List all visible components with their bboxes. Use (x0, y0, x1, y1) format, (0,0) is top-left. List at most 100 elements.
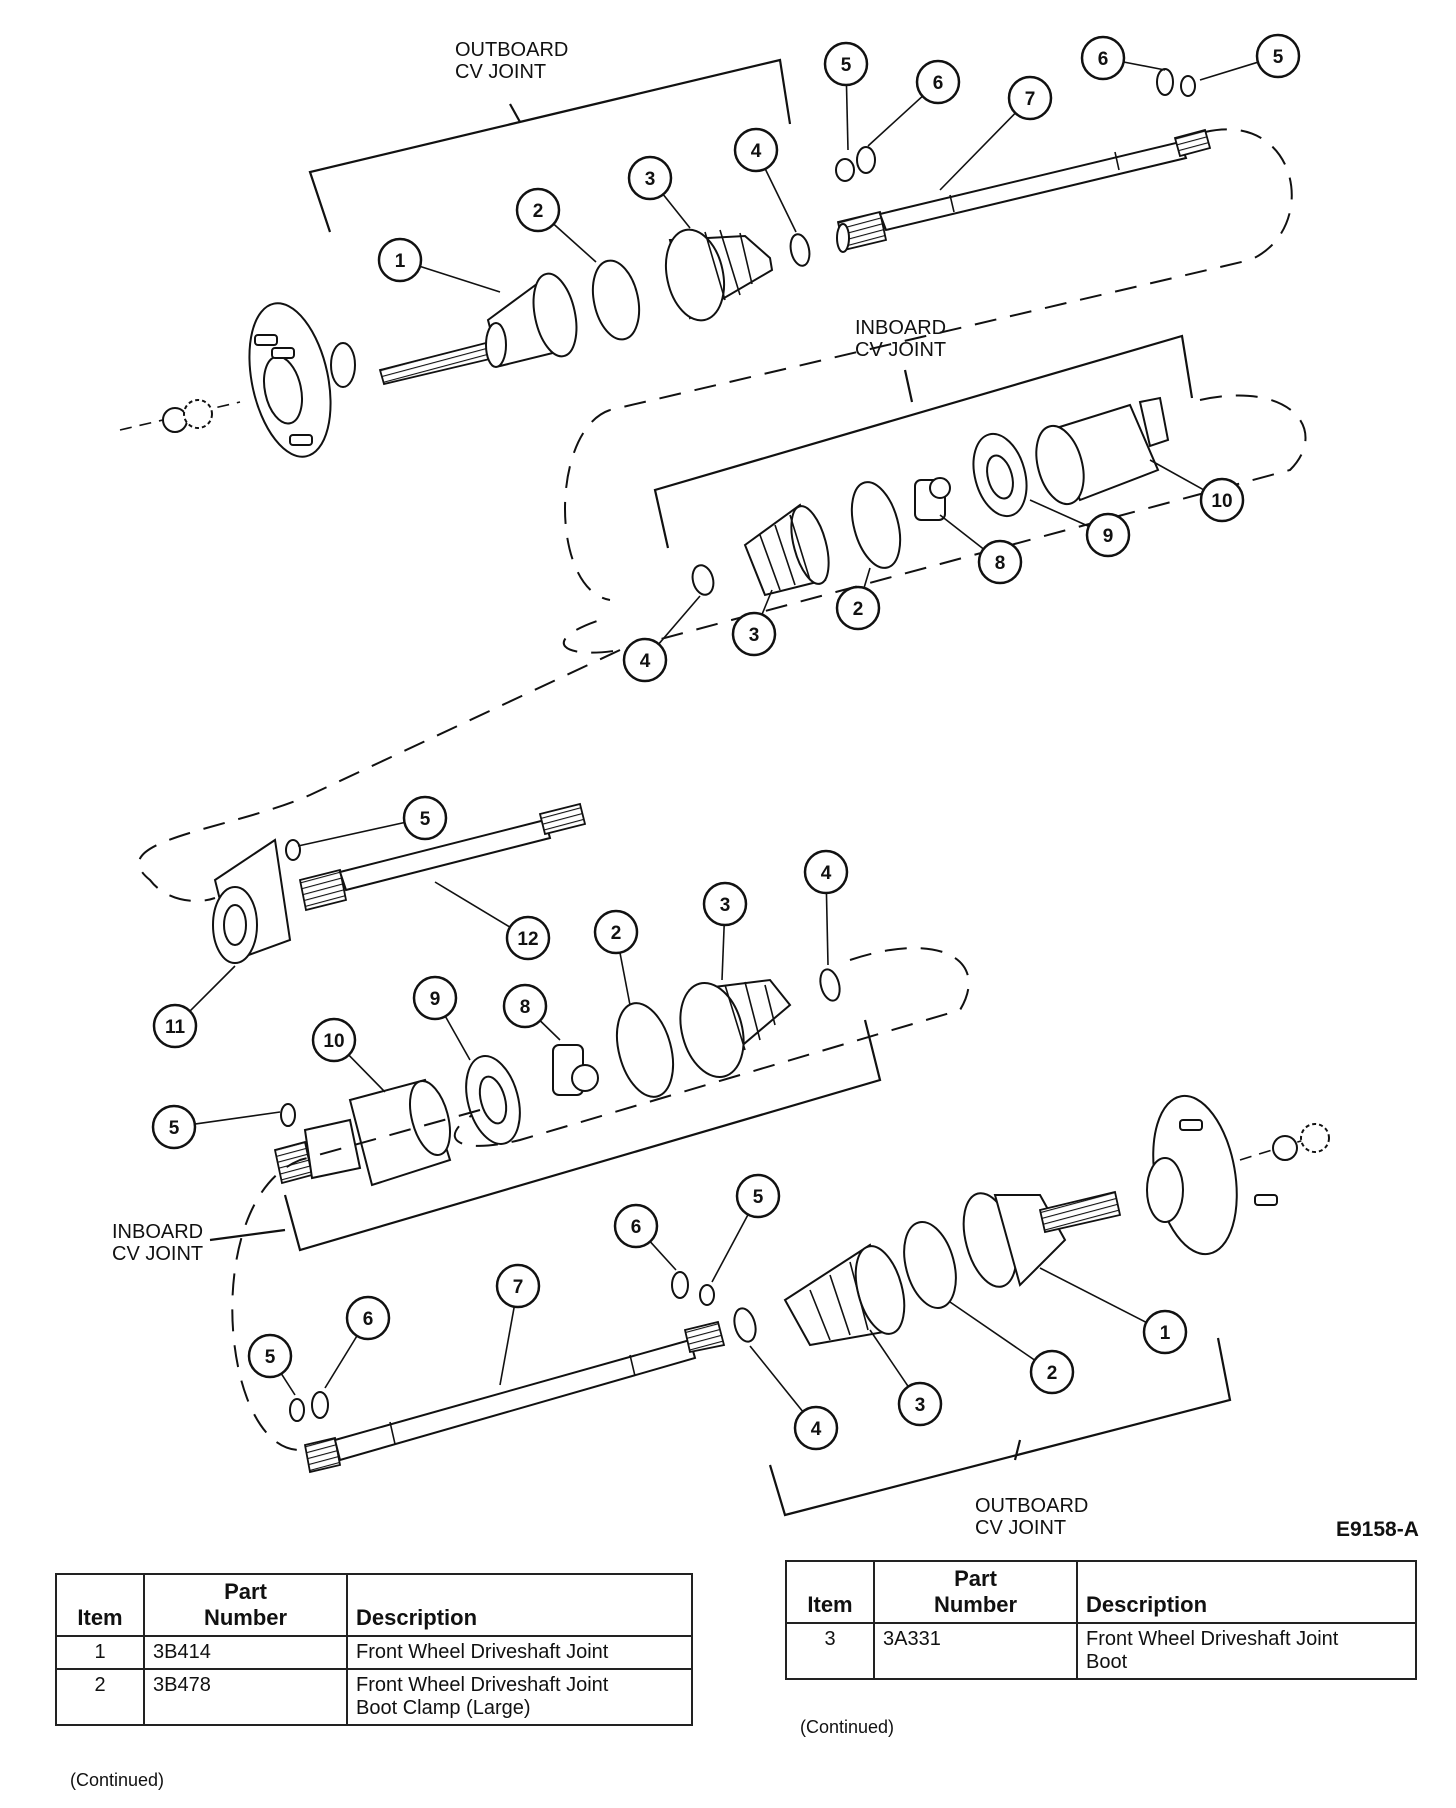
callout-leader (194, 1111, 281, 1125)
callout-leader (434, 881, 511, 928)
callout-circle (735, 1173, 781, 1219)
callout-number: 6 (363, 1309, 374, 1330)
joint-boot-upper (743, 503, 830, 597)
callout-circle (1007, 75, 1053, 121)
circlip-top-left (835, 158, 855, 182)
parts-table-right: Item Part Number Description 3 3A331 Fro… (785, 1560, 1417, 1680)
callout-circle (835, 585, 881, 631)
callout-number: 7 (513, 1277, 524, 1298)
callout-leader (869, 1329, 909, 1388)
callout-leader (499, 1306, 516, 1386)
callout-number: 3 (915, 1395, 926, 1416)
boot-clamp-small-lower (819, 968, 841, 1002)
callout-number: 8 (995, 553, 1006, 574)
inboard-lower-bracket (283, 1019, 882, 1252)
callout-leader (324, 1335, 358, 1389)
callout-leader (662, 193, 691, 229)
row-description: Front Wheel Driveshaft Joint Boot (1076, 1622, 1417, 1680)
col-part-header-line2: Number (203, 1605, 288, 1630)
table-row: 2 3B478 Front Wheel Driveshaft Joint Boo… (55, 1668, 693, 1726)
callout-leader (419, 265, 501, 293)
callout-number: 4 (640, 651, 651, 672)
inboard-joint-housing-upper (1035, 396, 1170, 506)
callout-leader (721, 924, 725, 981)
callout-leader (1029, 499, 1090, 528)
callout-circle (1029, 1349, 1075, 1395)
wheel-hub-top (119, 302, 356, 458)
col-desc-header: Description (346, 1573, 693, 1637)
outboard-top-label-line2: CV JOINT (455, 61, 546, 83)
callout-leader (297, 821, 405, 847)
row-description: Front Wheel Driveshaft Joint Boot Clamp … (346, 1668, 693, 1726)
row-description: Front Wheel Driveshaft Joint (346, 1635, 693, 1670)
callout-leader (658, 595, 701, 645)
callout-leader (1039, 1267, 1147, 1324)
boot-clamp-large-upper (850, 481, 902, 569)
callout-circle (152, 1003, 198, 1049)
callout-circle (1255, 33, 1301, 79)
callout-leader (761, 589, 773, 615)
callout-leader (764, 168, 797, 233)
callout-leader (1149, 459, 1205, 491)
callout-leader (189, 965, 236, 1012)
stop-ring-bottom-mid (671, 1271, 689, 1299)
callout-leader (711, 1214, 749, 1283)
callout-circle (151, 1104, 197, 1150)
callout-number: 5 (753, 1187, 764, 1208)
tripod-bearing-upper (914, 477, 951, 521)
callout-circle (402, 795, 448, 841)
parts-table-left: Item Part Number Description 1 3B414 Fro… (55, 1573, 693, 1726)
joint-boot-lower (679, 978, 792, 1079)
callout-number: 7 (1025, 89, 1036, 110)
callout-number: 2 (611, 923, 622, 944)
driveshaft-joint-bottom (962, 1190, 1122, 1288)
row-item: 1 (55, 1635, 145, 1670)
circlip-inboard-lower (280, 1103, 296, 1127)
callout-leader (1199, 61, 1259, 81)
callout-leader (867, 95, 924, 147)
row-description-line2: Boot (1086, 1651, 1128, 1673)
stop-ring-bottom-left (311, 1391, 329, 1419)
callout-circle (622, 637, 668, 683)
callout-number: 4 (751, 141, 762, 162)
callout-number: 5 (841, 55, 852, 76)
callout-number: 2 (533, 201, 544, 222)
table-header-row: Item Part Number Description (55, 1573, 693, 1637)
callout-number: 5 (169, 1118, 180, 1139)
callout-leader (649, 1241, 677, 1271)
callout-leader (825, 892, 829, 966)
callout-number: 4 (811, 1419, 822, 1440)
callout-number: 9 (430, 989, 441, 1010)
joint-boot-bottom (783, 1243, 906, 1347)
continued-note-left: (Continued) (70, 1770, 165, 1790)
outboard-bottom-label-line2: CV JOINT (975, 1517, 1066, 1539)
callout-leader (553, 223, 597, 263)
wheel-hub-bottom (1146, 1094, 1330, 1256)
callout-number: 2 (853, 599, 864, 620)
callout-circle (897, 1381, 943, 1427)
callout-circle (1080, 35, 1126, 81)
callout-number: 5 (420, 809, 431, 830)
shaft-and-housing-group (212, 802, 587, 964)
col-part-header-line1: Part (224, 1579, 267, 1604)
inboard-upper-label-line1: INBOARD (855, 317, 946, 339)
figure-id: E9158-A (1336, 1518, 1419, 1541)
tripod-housing-11 (212, 838, 292, 964)
col-item-header: Item (785, 1560, 875, 1624)
callout-number: 2 (1047, 1363, 1058, 1384)
callout-circle (803, 849, 849, 895)
callout-circle (495, 1263, 541, 1309)
callout-number: 5 (265, 1347, 276, 1368)
callout-number: 6 (933, 73, 944, 94)
callout-number: 11 (165, 1017, 186, 1038)
row-part-number: 3A331 (873, 1622, 1078, 1680)
callout-number: 10 (1211, 491, 1232, 512)
boot-clamp-large-bottom (903, 1221, 957, 1309)
stop-ring-top-left (856, 146, 876, 174)
col-desc-header: Description (1076, 1560, 1417, 1624)
middle-loop-dashed (138, 649, 621, 902)
outboard-top-label-line1: OUTBOARD (455, 39, 568, 61)
callout-leader (619, 952, 631, 1006)
